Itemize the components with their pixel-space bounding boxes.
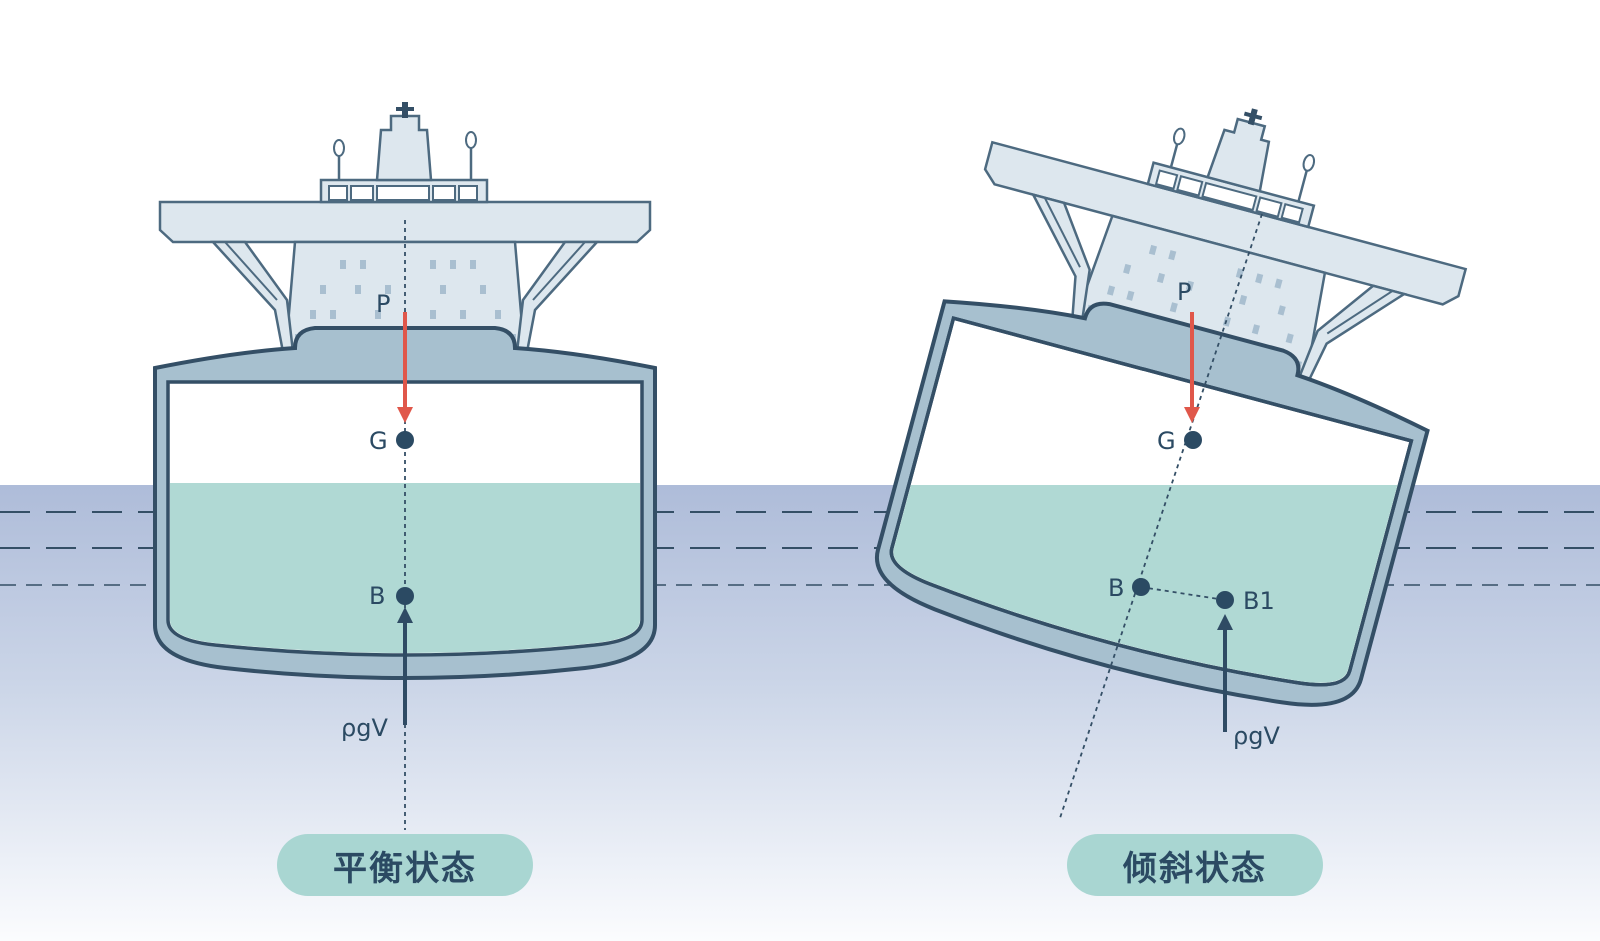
left-point-G — [396, 431, 414, 449]
right-label-B1: B1 — [1243, 587, 1275, 615]
right-centerline — [1059, 213, 1263, 819]
right-point-B — [1132, 578, 1150, 596]
left-label-G: G — [369, 427, 388, 455]
left-caption: 平衡状态 — [277, 834, 533, 896]
right-point-B1 — [1216, 591, 1234, 609]
right-caption: 倾斜状态 — [1067, 834, 1323, 896]
right-shift-line — [1140, 586, 1226, 601]
left-label-force: ρgV — [341, 714, 388, 742]
right-label-force: ρgV — [1233, 722, 1280, 750]
left-point-B — [396, 587, 414, 605]
left-label-B: B — [369, 582, 385, 610]
left-label-P: P — [376, 290, 390, 318]
right-label-B: B — [1108, 574, 1124, 602]
right-label-G: G — [1157, 427, 1176, 455]
right-point-G — [1184, 431, 1202, 449]
right-label-P: P — [1177, 278, 1191, 306]
